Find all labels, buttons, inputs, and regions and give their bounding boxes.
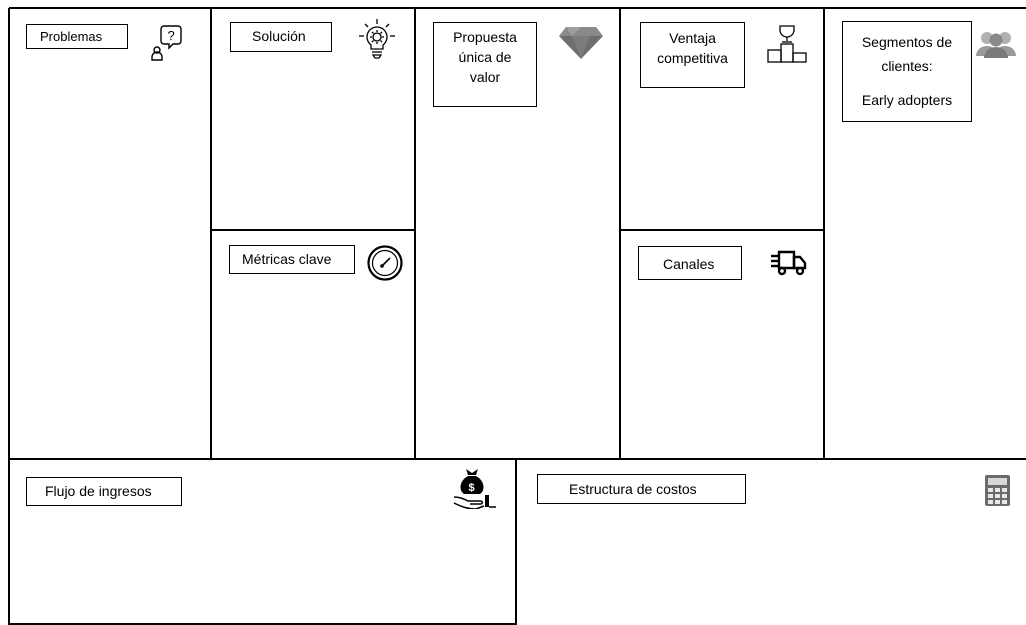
advantage-label: Ventaja competitiva [640,22,745,88]
channels-label: Canales [638,246,742,280]
segments-label-line-1: Segmentos de [861,34,953,50]
lightbulb-gear-icon [357,18,397,62]
uvp-label-line-2: única de [458,49,512,65]
segments-label-line-2: clientes: [881,58,933,74]
advantage-label-line-1: Ventaja [669,30,716,46]
problems-label: Problemas [26,24,128,49]
people-icon [975,30,1017,58]
money-bag-hand-icon: $ [452,467,498,509]
svg-text:$: $ [469,482,475,494]
advantage-label-line-2: competitiva [657,50,728,66]
metrics-label: Métricas clave [229,245,355,274]
uvp-label: Propuesta única de valor [433,22,537,107]
costs-label: Estructura de costos [537,474,746,504]
diamond-icon [558,26,604,60]
uvp-label-line-3: valor [469,69,501,85]
svg-text:?: ? [168,28,175,43]
segments-label-line-3: Early adopters [861,92,953,108]
uvp-label-line-1: Propuesta [453,29,517,45]
speedometer-icon [366,244,404,282]
segments-label: Segmentos de clientes: Early adopters [842,21,972,122]
revenue-label: Flujo de ingresos [26,477,182,506]
delivery-truck-icon [770,249,808,277]
question-speech-person-icon: ? [150,22,190,62]
solution-label: Solución [230,22,332,52]
calculator-icon [984,474,1012,508]
trophy-podium-icon [766,24,810,64]
